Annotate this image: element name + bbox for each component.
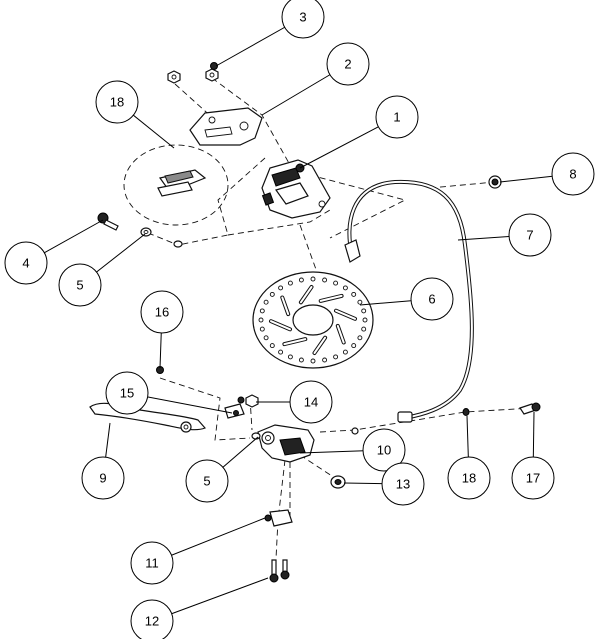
disc-slot — [319, 294, 343, 302]
callout-16: 16 — [140, 290, 184, 334]
svg-text:16: 16 — [155, 305, 169, 320]
disc-hole — [342, 285, 348, 291]
callout-17: 17 — [511, 456, 555, 500]
part-8-banjo-bolt — [488, 175, 502, 189]
disc-hole — [269, 291, 275, 297]
disc-hole — [310, 358, 316, 364]
disc-hole — [258, 317, 264, 323]
disc-hole — [269, 343, 275, 349]
callout-5: 5 — [185, 459, 229, 503]
svg-text:14: 14 — [304, 395, 318, 410]
disc-slots — [269, 285, 357, 355]
svg-text:11: 11 — [145, 556, 159, 571]
disc-hole — [342, 349, 348, 355]
disc-hole — [361, 326, 367, 332]
svg-text:6: 6 — [428, 292, 435, 307]
disc-hole — [259, 326, 265, 332]
disc-slot — [270, 320, 291, 331]
part-7-brake-hose — [344, 179, 474, 423]
part-14-nut — [237, 394, 259, 408]
part-3-nuts — [167, 62, 219, 84]
callout-4: 4 — [4, 241, 48, 285]
disc-hole — [351, 343, 357, 349]
part-9-brake-lever — [89, 402, 207, 433]
svg-text:1: 1 — [393, 110, 400, 125]
disc-hole — [298, 277, 304, 283]
disc-hole — [322, 357, 328, 363]
disc-slot — [281, 296, 290, 316]
callout-18: 18 — [447, 456, 491, 500]
disc-hole — [310, 276, 316, 282]
callout-9: 9 — [81, 456, 125, 500]
svg-text:9: 9 — [99, 471, 106, 486]
svg-text:13: 13 — [396, 477, 410, 492]
svg-text:2: 2 — [344, 57, 351, 72]
callout-12: 12 — [130, 599, 174, 639]
disc-hole — [361, 308, 367, 314]
callout-6: 6 — [410, 277, 454, 321]
svg-text:18: 18 — [462, 471, 476, 486]
disc-slot — [313, 336, 327, 354]
disc-hole — [287, 354, 293, 360]
disc-hole — [333, 280, 339, 286]
callout-13: 13 — [381, 462, 425, 506]
svg-text:18: 18 — [110, 95, 124, 110]
disc-hole — [259, 308, 265, 314]
disc-slot — [336, 324, 345, 344]
disc-hole — [351, 291, 357, 297]
part-2-caliper-bracket — [189, 107, 263, 146]
part-11-clamp — [264, 509, 293, 527]
part-4-bolt — [97, 212, 119, 231]
disc-slot — [335, 309, 356, 320]
callout-5: 5 — [58, 263, 102, 307]
disc-hole — [322, 277, 328, 283]
part-5-washer-upper — [140, 227, 183, 248]
svg-text:5: 5 — [203, 474, 210, 489]
callout-3: 3 — [281, 0, 325, 39]
callout-10: 10 — [362, 428, 406, 472]
disc-hole — [278, 285, 284, 291]
svg-text:7: 7 — [526, 228, 533, 243]
part-18-brake-pads — [123, 144, 229, 226]
disc-hole — [263, 299, 269, 305]
svg-text:4: 4 — [22, 256, 29, 271]
callout-14: 14 — [289, 380, 333, 424]
callouts: 3 2 18 1 8 7 4 5 6 16 15 14 10 9 5 13 18… — [4, 0, 595, 639]
disc-hole — [263, 335, 269, 341]
part-13-cap — [330, 475, 346, 489]
callout-15: 15 — [105, 371, 149, 415]
disc-slot — [299, 286, 313, 304]
disc-hole — [333, 354, 339, 360]
disc-hole — [362, 317, 368, 323]
callout-8: 8 — [551, 152, 595, 196]
disc-hole — [357, 335, 363, 341]
svg-text:12: 12 — [145, 614, 159, 629]
part-17-bolt — [519, 402, 541, 415]
part-18-washer-lower — [351, 408, 470, 435]
part-15-pivot-clip — [224, 403, 245, 419]
part-12-screws — [269, 559, 290, 583]
callout-11: 11 — [130, 541, 174, 585]
disc-slot — [283, 338, 307, 346]
svg-text:8: 8 — [569, 167, 576, 182]
part-6-brake-disc — [252, 271, 374, 369]
disc-hole — [287, 280, 293, 286]
callout-18: 18 — [95, 80, 139, 124]
svg-text:10: 10 — [377, 443, 391, 458]
svg-text:3: 3 — [299, 10, 306, 25]
callout-2: 2 — [326, 42, 370, 86]
part-10-master-cylinder — [257, 424, 315, 463]
svg-text:17: 17 — [526, 471, 540, 486]
part-1-brake-caliper — [261, 159, 331, 219]
disc-hole — [278, 349, 284, 355]
svg-text:15: 15 — [120, 386, 134, 401]
callout-1: 1 — [375, 95, 419, 139]
disc-hole — [357, 299, 363, 305]
svg-text:5: 5 — [76, 278, 83, 293]
disc-hole — [298, 357, 304, 363]
disc-ventilation-holes — [258, 276, 368, 364]
callout-7: 7 — [508, 213, 552, 257]
